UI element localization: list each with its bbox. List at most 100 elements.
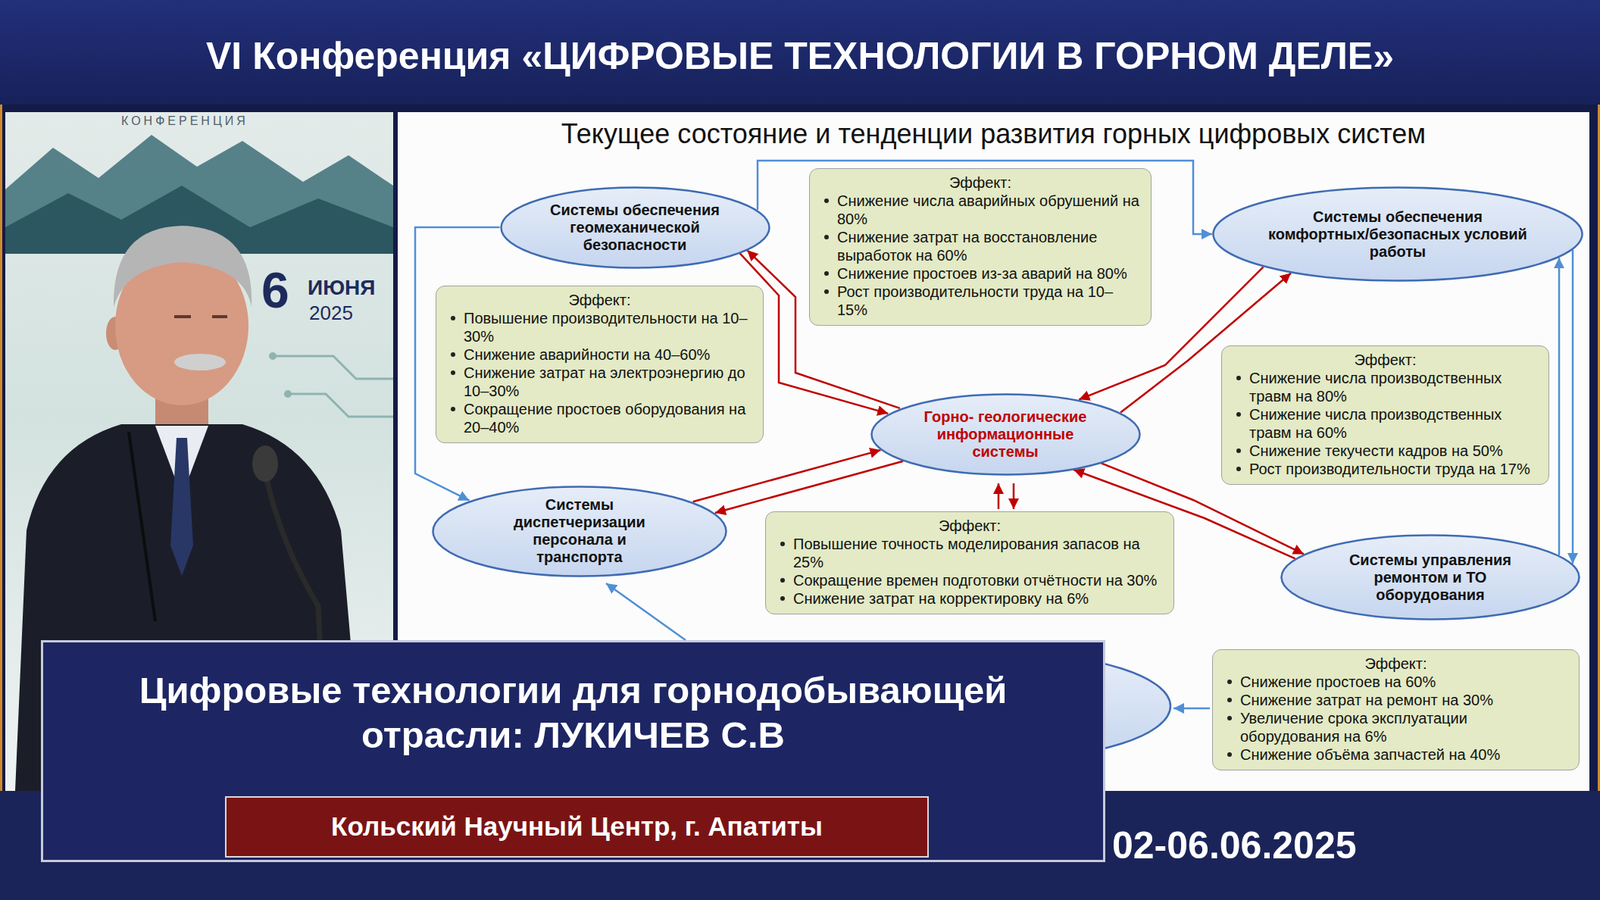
bullet-dot: [450, 370, 456, 375]
core-system-ellipse: Горно- геологические информационные сист…: [870, 393, 1141, 476]
poster-label: КОНФЕРЕНЦИЯ: [121, 114, 249, 128]
bullet-item: Сокращение времен подготовки отчётности …: [775, 571, 1165, 590]
effect-text: Увеличение срока эксплуатации оборудован…: [1240, 709, 1570, 746]
band-text: Цифровые технологии для горнодобывающей …: [73, 668, 1073, 758]
bullet-dot: [824, 234, 829, 240]
bullet-item: Повышение точность моделирования запасов…: [775, 534, 1165, 572]
effect-callout: Эффект:Снижение числа аварийных обрушени…: [809, 168, 1152, 326]
effect-heading: Эффект:: [775, 516, 1165, 535]
ellipse-shape: [1213, 187, 1583, 282]
effect-text: Повышение точность моделирования запасов…: [793, 534, 1165, 572]
effect-text: Снижение числа производственных травм на…: [1249, 368, 1540, 406]
header-band: VI Конференция «ЦИФРОВЫЕ ТЕХНОЛОГИИ В ГО…: [0, 0, 1600, 105]
effect-heading: Эффект:: [1231, 350, 1540, 369]
bullet-item: Снижение объёма запчастей на 40%: [1221, 745, 1570, 764]
bullet-dot: [824, 289, 829, 294]
bullet-dot: [450, 352, 456, 357]
blue-arrow-stub: [1173, 707, 1210, 710]
ellipse-shape: [1281, 535, 1580, 620]
system-ellipse: Системы обеспечения геомеханической безо…: [500, 186, 771, 269]
poster-label: ИЮНЯ: [307, 275, 375, 300]
ellipse-text-block: Системы обеспечения геомеханической безо…: [534, 201, 735, 254]
system-ellipse: Системы обеспечения комфортных/безопасны…: [1212, 186, 1584, 282]
ellipse-text-block: Системы обеспечения комфортных/безопасны…: [1260, 208, 1536, 261]
system-ellipse: Системы диспетчеризации персонала и тран…: [431, 485, 728, 578]
effect-heading-row: Эффект:: [818, 173, 1142, 192]
poster-label: 2025: [309, 301, 354, 325]
speaker-tie: [170, 437, 194, 576]
bullet-dot: [780, 596, 785, 601]
microphone-head: [252, 445, 279, 482]
bullet-dot: [1236, 448, 1241, 454]
bullet-dot: [1227, 679, 1232, 685]
bullet-dot: [1236, 466, 1241, 472]
bullet-item: Снижение затрат на ремонт на 30%: [1221, 690, 1570, 710]
bullet-dot: [780, 541, 785, 547]
bullet-dot: [450, 315, 456, 321]
effect-text: Снижение затрат на ремонт на 30%: [1240, 690, 1570, 710]
data-flow-arrow: [693, 450, 882, 502]
bullet-item: Снижение числа производственных травм на…: [1231, 405, 1540, 442]
bullet-item: Снижение затрат на корректировку на 6%: [775, 589, 1165, 608]
band-text: 02-06.06.2025: [1112, 822, 1600, 869]
poster-circuit-dot: [284, 390, 292, 398]
poster-circuit-line: [287, 393, 394, 417]
effect-text: Рост производительности труда на 17%: [1249, 459, 1540, 479]
ellipse-text-block: Системы управления ремонтом и ТО оборудо…: [1325, 551, 1535, 604]
effect-text: Повышение производительности на 10–30%: [463, 309, 754, 346]
effect-heading: Эффект:: [1221, 654, 1570, 673]
bullet-item: Сокращение простоев оборудования на 20–4…: [445, 400, 754, 437]
ellipse-label: Системы управления ремонтом и ТО оборудо…: [1325, 551, 1535, 604]
speaker-lanyard: [128, 431, 156, 622]
effect-text: Снижение аварийности на 40–60%: [463, 345, 754, 364]
bullet-dot: [780, 578, 785, 583]
slide-title-box: Текущее состояние и тенденции развития г…: [397, 118, 1590, 150]
effect-text: Снижение затрат на электроэнергию до 10–…: [463, 363, 754, 400]
ellipse-label: Горно- геологические информационные сист…: [921, 408, 1089, 461]
bullet-dot: [1227, 752, 1232, 757]
effect-text: Сокращение времен подготовки отчётности …: [793, 571, 1165, 590]
poster-label-box: 6: [261, 265, 290, 316]
bullet-dot: [1236, 375, 1241, 381]
effect-text: Снижение текучести кадров на 50%: [1249, 441, 1540, 460]
bullet-item: Повышение производительности на 10–30%: [445, 309, 754, 346]
poster-circuit-dot: [268, 352, 277, 360]
bullet-item: Рост производительности труда на 17%: [1231, 459, 1540, 479]
speaker-hair: [113, 225, 252, 307]
bullet-item: Снижение простоев на 60%: [1221, 672, 1570, 691]
effect-heading-row: Эффект:: [775, 516, 1165, 535]
bullet-item: Снижение аварийности на 40–60%: [445, 345, 754, 364]
poster-circuit-line: [272, 356, 394, 379]
ellipse-shape: [871, 393, 1140, 475]
effect-heading-row: Эффект:: [445, 290, 754, 310]
effect-callout: Эффект:Снижение числа производственных т…: [1221, 345, 1550, 485]
bullet-dot: [824, 271, 829, 276]
effect-callout: Эффект:Повышение точность моделирования …: [765, 511, 1175, 615]
effect-text: Снижение объёма запчастей на 40%: [1240, 745, 1570, 764]
effect-heading-row: Эффект:: [1231, 350, 1540, 369]
blue-arrow-stub: [606, 583, 686, 641]
bullet-item: Снижение затрат на электроэнергию до 10–…: [445, 363, 754, 400]
poster-label-box: 2025: [309, 303, 354, 323]
bullet-dot: [1227, 697, 1232, 703]
poster-label-box: КОНФЕРЕНЦИЯ: [121, 114, 249, 129]
bullet-dot: [450, 406, 456, 412]
bullet-dot: [1227, 715, 1232, 721]
bullet-item: Увеличение срока эксплуатации оборудован…: [1221, 709, 1570, 746]
bullet-dot: [824, 198, 829, 204]
effect-heading: Эффект:: [445, 290, 754, 310]
effect-text: Снижение простоев на 60%: [1240, 672, 1570, 691]
speaker-eye: [212, 315, 228, 319]
poster-label: 6: [261, 262, 290, 319]
effect-text: Снижение простоев из-за аварий на 80%: [837, 264, 1142, 283]
data-flow-arrow: [715, 461, 904, 513]
speaker-mustache: [174, 353, 226, 371]
affiliation-box: Кольский Научный Центр, г. Апатиты: [225, 796, 929, 858]
red-arrow-stub: [1012, 483, 1016, 510]
ellipse-shape: [433, 486, 727, 576]
slide-title: Текущее состояние и тенденции развития г…: [561, 118, 1426, 150]
bullet-item: Снижение числа аварийных обрушений на 80…: [818, 191, 1142, 229]
